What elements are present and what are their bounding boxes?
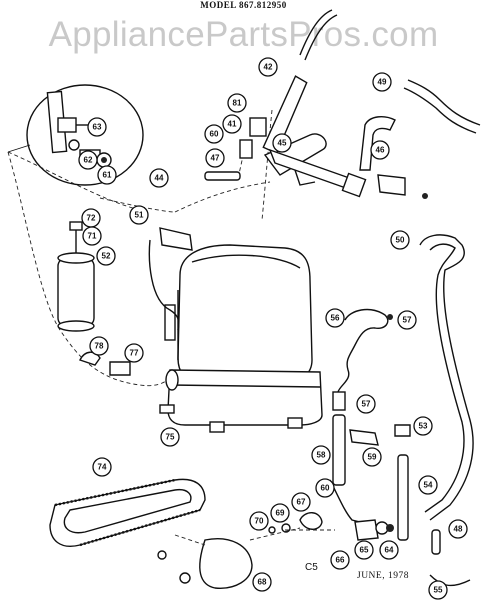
callout-78: 78 [89,336,109,356]
svg-text:69: 69 [276,509,285,518]
callout-46: 46 [370,140,390,160]
svg-text:57: 57 [403,316,412,325]
gasket [49,478,206,547]
callout-81: 81 [227,93,247,113]
svg-text:75: 75 [166,433,175,442]
callout-67: 67 [291,492,311,512]
svg-text:48: 48 [454,525,463,534]
svg-text:50: 50 [396,236,405,245]
svg-text:45: 45 [278,139,287,148]
watermark: AppliancePartsPros.com [48,15,439,54]
svg-text:55: 55 [434,586,443,595]
svg-text:66: 66 [336,556,345,565]
callout-65: 65 [354,540,374,560]
svg-text:60: 60 [321,484,330,493]
callout-58: 58 [311,445,331,465]
callout-52: 52 [96,246,116,266]
callout-69: 69 [270,503,290,523]
valve-assembly [239,9,338,176]
svg-text:41: 41 [228,120,237,129]
svg-text:68: 68 [258,578,267,587]
svg-text:81: 81 [233,99,242,108]
callout-60: 60 [204,124,224,144]
callout-49: 49 [372,72,392,92]
svg-text:49: 49 [378,78,387,87]
callout-45: 45 [272,133,292,153]
svg-text:54: 54 [424,481,433,490]
svg-text:72: 72 [87,214,96,223]
callout-55: 55 [428,580,448,600]
svg-text:59: 59 [368,453,377,462]
model-label: MODEL 867.812950 [200,0,287,10]
callout-57b: 57 [356,394,376,414]
svg-text:62: 62 [84,156,93,165]
callout-61: 61 [97,165,117,185]
svg-text:61: 61 [103,171,112,180]
svg-text:71: 71 [88,232,97,241]
callout-74: 74 [92,457,112,477]
svg-text:47: 47 [211,154,220,163]
diagram-code: C5 [305,562,318,573]
callout-59: 59 [362,447,382,467]
callout-54: 54 [418,475,438,495]
svg-text:74: 74 [98,463,107,472]
callout-75: 75 [160,427,180,447]
svg-text:60: 60 [210,130,219,139]
callout-77: 77 [124,343,144,363]
callout-56: 56 [325,308,345,328]
callout-71: 71 [82,226,102,246]
svg-text:44: 44 [155,174,164,183]
diagram-date: JUNE, 1978 [357,571,409,581]
callout-48: 48 [448,519,468,539]
svg-text:58: 58 [317,451,326,460]
svg-text:53: 53 [419,422,428,431]
callout-62: 62 [78,150,98,170]
svg-text:51: 51 [135,211,144,220]
callout-57a: 57 [397,310,417,330]
svg-text:56: 56 [331,314,340,323]
callout-44: 44 [149,168,169,188]
compressor [159,244,323,433]
svg-text:65: 65 [360,546,369,555]
svg-text:46: 46 [376,146,385,155]
svg-text:77: 77 [130,349,139,358]
callout-60b: 60 [315,478,335,498]
callout-47: 47 [205,148,225,168]
svg-text:70: 70 [255,517,264,526]
callout-68: 68 [252,572,272,592]
callout-66: 66 [330,550,350,570]
callout-72: 72 [81,208,101,228]
callout-41: 41 [222,114,242,134]
svg-text:57: 57 [362,400,371,409]
detail-magnifier [7,84,144,186]
svg-text:42: 42 [264,63,273,72]
svg-text:63: 63 [93,123,102,132]
svg-text:67: 67 [297,498,306,507]
callout-42: 42 [258,57,278,77]
callout-53: 53 [413,416,433,436]
filter-drier [57,221,95,332]
svg-text:64: 64 [385,546,394,555]
heater-assembly [268,116,428,199]
svg-text:52: 52 [102,252,111,261]
svg-text:78: 78 [95,342,104,351]
callout-51: 51 [129,205,149,225]
callout-64: 64 [379,540,399,560]
callout-50: 50 [390,230,410,250]
callout-63: 63 [87,117,107,137]
callout-70: 70 [249,511,269,531]
